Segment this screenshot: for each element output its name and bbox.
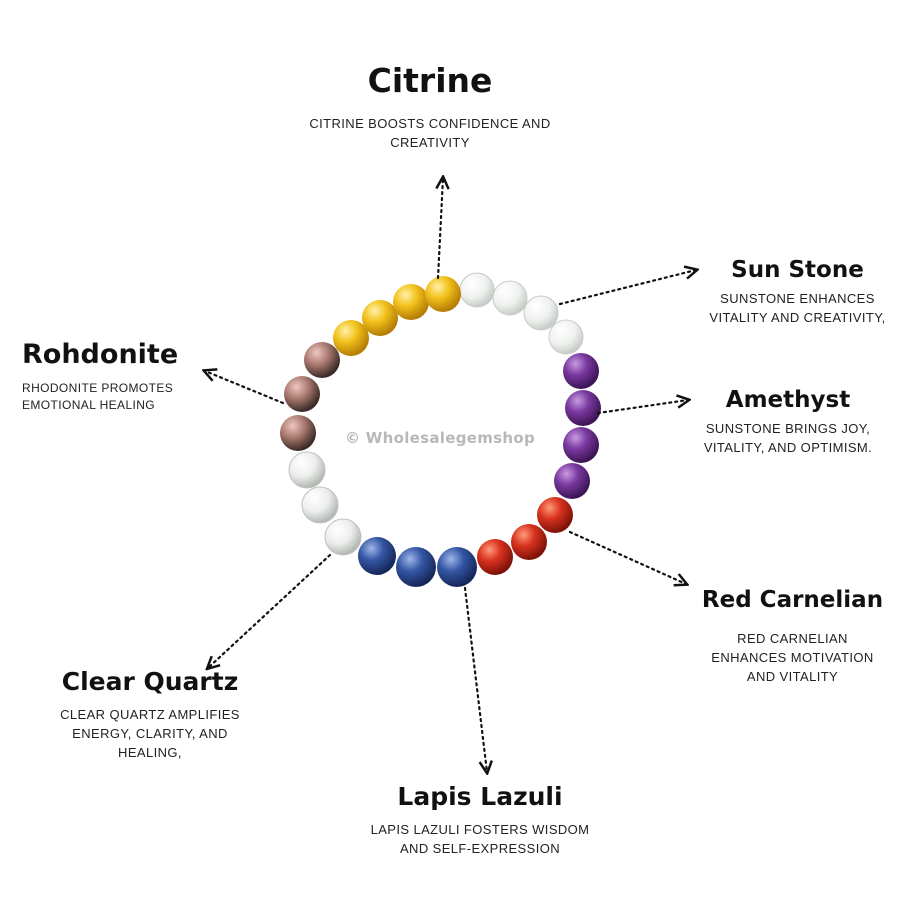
rhodonite-bead — [280, 415, 316, 451]
citrine-bead — [393, 284, 429, 320]
rohdonite-callout: Rohdonite RHODONITE PROMOTES EMOTIONAL H… — [22, 338, 222, 414]
sun-stone-bead — [548, 319, 584, 355]
citrine-bead — [425, 276, 461, 312]
rohdonite-description: RHODONITE PROMOTES EMOTIONAL HEALING — [22, 381, 174, 412]
sun-stone-bead — [523, 295, 559, 331]
amethyst-bead — [563, 353, 599, 389]
lapis-bead — [437, 547, 477, 587]
amethyst-bead — [565, 390, 601, 426]
citrine-bead — [362, 300, 398, 336]
amethyst-bead — [563, 427, 599, 463]
citrine-arrow — [438, 178, 443, 280]
clear-quartz-bead — [324, 518, 362, 556]
red-carnelian-arrow — [568, 530, 686, 584]
clear-quartz-arrow — [208, 553, 332, 668]
citrine-title: Citrine — [367, 61, 493, 100]
citrine-callout: Citrine CITRINE BOOSTS CONFIDENCE AND CR… — [300, 60, 560, 152]
lapis-lazuli-callout: Lapis Lazuli LAPIS LAZULI FOSTERS WISDOM… — [350, 780, 610, 858]
lapis-bead — [396, 547, 436, 587]
rohdonite-arrow — [205, 371, 285, 405]
citrine-bead — [333, 320, 369, 356]
red-carnelian-callout: Red Carnelian RED CARNELIAN ENHANCES MOT… — [690, 585, 895, 686]
sun-stone-bead — [492, 280, 528, 316]
sun-stone-arrow — [558, 270, 696, 306]
sun-stone-bead — [459, 272, 495, 308]
rhodonite-bead — [304, 342, 340, 378]
lapis-lazuli-description: LAPIS LAZULI FOSTERS WISDOM AND SELF-EXP… — [370, 822, 590, 856]
pointer-arrows — [205, 178, 696, 772]
carnelian-bead — [477, 539, 513, 575]
lapis-lazuli-title: Lapis Lazuli — [397, 782, 563, 811]
amethyst-title: Amethyst — [725, 387, 851, 413]
clear-quartz-title: Clear Quartz — [61, 667, 239, 696]
red-carnelian-title: Red Carnelian — [701, 587, 884, 613]
clear-quartz-bead — [288, 451, 326, 489]
lapis-lazuli-arrow — [463, 586, 487, 772]
amethyst-description: SUNSTONE BRINGS JOY, VITALITY, AND OPTIM… — [703, 421, 873, 455]
carnelian-bead — [537, 497, 573, 533]
clear-quartz-description: CLEAR QUARTZ AMPLIFIES ENERGY, CLARITY, … — [60, 707, 240, 760]
amethyst-arrow — [596, 400, 688, 415]
watermark: © Wholesalegemshop — [345, 429, 535, 447]
rhodonite-bead — [284, 376, 320, 412]
sun-stone-title: Sun Stone — [731, 257, 864, 283]
amethyst-bead — [554, 463, 590, 499]
citrine-description: CITRINE BOOSTS CONFIDENCE AND CREATIVITY — [309, 116, 551, 150]
amethyst-callout: Amethyst SUNSTONE BRINGS JOY, VITALITY, … — [688, 385, 888, 457]
sun-stone-description: SUNSTONE ENHANCES VITALITY AND CREATIVIT… — [709, 291, 886, 325]
red-carnelian-description: RED CARNELIAN ENHANCES MOTIVATION AND VI… — [711, 631, 874, 684]
bracelet — [280, 272, 601, 587]
clear-quartz-bead — [301, 486, 339, 524]
sun-stone-callout: Sun Stone SUNSTONE ENHANCES VITALITY AND… — [690, 255, 900, 327]
rohdonite-title: Rohdonite — [22, 339, 179, 370]
carnelian-bead — [511, 524, 547, 560]
clear-quartz-callout: Clear Quartz CLEAR QUARTZ AMPLIFIES ENER… — [40, 665, 260, 762]
lapis-bead — [358, 537, 396, 575]
